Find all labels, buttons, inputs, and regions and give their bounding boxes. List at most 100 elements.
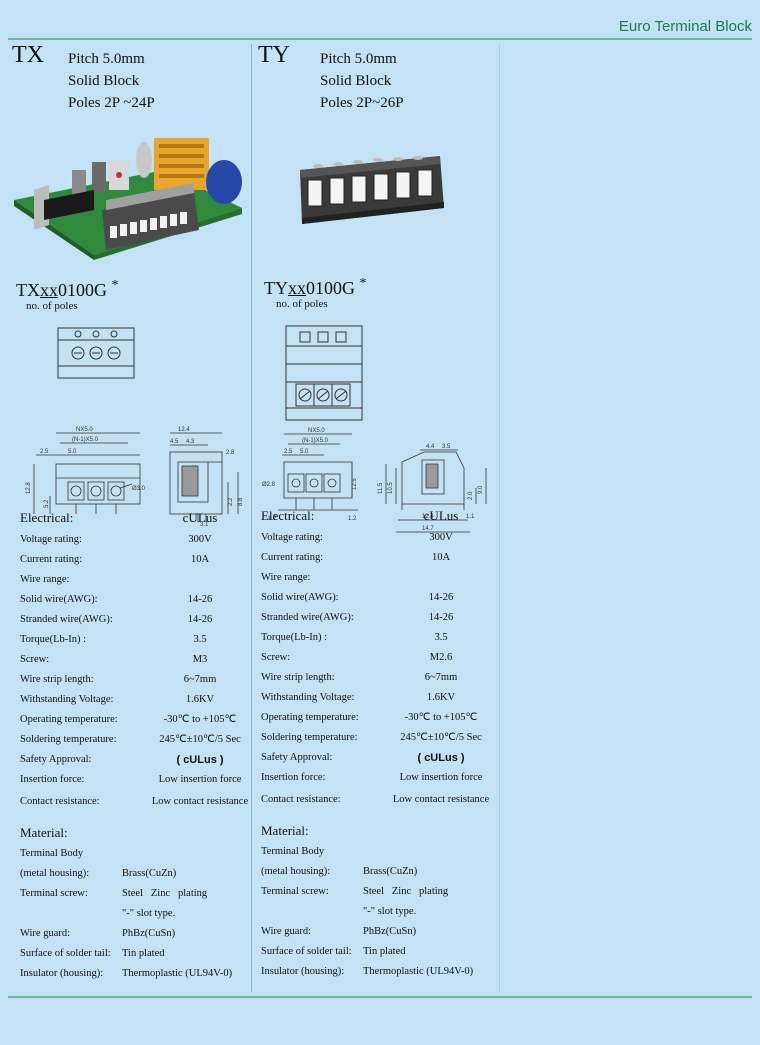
spec-label: Solid wire(AWG): bbox=[261, 592, 339, 603]
dim-w2: 5.0 bbox=[68, 449, 77, 455]
header-divider bbox=[8, 38, 752, 40]
spec-label: Safety Approval: bbox=[20, 754, 92, 765]
dim-s5: 8.8 bbox=[238, 497, 244, 506]
electrical-standard: cULus bbox=[423, 508, 459, 523]
dim-s4: 2.2 bbox=[228, 497, 234, 506]
spec-label: Operating temperature: bbox=[261, 712, 359, 723]
spec-label: Current rating: bbox=[20, 554, 83, 565]
spec-value: -30℃ to +105℃ bbox=[404, 712, 478, 723]
ty-front-view-drawing: NX5.0 (N-1)X5.0 2.5 5.0 Ø2.8 12.5 1.2 1.… bbox=[262, 428, 358, 522]
spec-value: 14-26 bbox=[187, 594, 213, 605]
spec-list: Pitch 5.0mm Solid Block Poles 2P ~24P bbox=[68, 48, 155, 114]
material-value: Brass(CuZn) bbox=[122, 868, 177, 879]
electrical-title: Electrical: bbox=[20, 510, 74, 525]
spec-value: Low contact resistance bbox=[151, 796, 249, 807]
dim-h2: 5.2 bbox=[44, 499, 50, 508]
material-label: Surface of solder tail: bbox=[20, 948, 111, 959]
series-name: TX bbox=[12, 42, 44, 68]
spec-label: Contact resistance: bbox=[261, 794, 341, 805]
dim-h2: 11.5 bbox=[378, 482, 384, 494]
spec-label: Insertion force: bbox=[261, 772, 326, 783]
spec-value: -30℃ to +105℃ bbox=[163, 714, 237, 725]
spec-list: Pitch 5.0mm Solid Block Poles 2P~26P bbox=[320, 48, 404, 114]
product-photo bbox=[14, 138, 242, 260]
spec-label: Soldering temperature: bbox=[20, 734, 117, 745]
material-label: (metal housing): bbox=[261, 866, 331, 877]
spec-value: 10A bbox=[190, 554, 210, 565]
dim-s1: 4.4 bbox=[426, 444, 435, 450]
ty-top-view-drawing bbox=[285, 325, 363, 421]
material-value: PhBz(CuSn) bbox=[363, 926, 417, 937]
material-label: Surface of solder tail: bbox=[261, 946, 352, 957]
spec-value: Low insertion force bbox=[399, 772, 483, 783]
spec-value: 245℃±10℃/5 Sec bbox=[400, 732, 482, 743]
dim-h1: 12.5 bbox=[352, 478, 358, 490]
material-label: Wire guard: bbox=[261, 926, 312, 937]
spec-label: Voltage rating: bbox=[20, 534, 82, 545]
product-photo bbox=[300, 156, 444, 224]
dim-side-w2: 14.7 bbox=[422, 526, 434, 532]
dim-h3: 10.5 bbox=[388, 482, 394, 494]
material-label: (metal housing): bbox=[20, 868, 90, 879]
spec-value: 14-26 bbox=[428, 592, 454, 603]
ty-side-view-drawing: 4.4 3.5 11.5 10.5 2.0 9.0 1.1 12.4 14.7 bbox=[378, 444, 487, 533]
tx-material-specs: Material: Terminal Body (metal housing):… bbox=[20, 822, 260, 984]
series-name: TY bbox=[258, 42, 290, 68]
spec-value: 6~7mm bbox=[183, 674, 217, 685]
spec-value: Low insertion force bbox=[158, 774, 242, 785]
spec-label: Insertion force: bbox=[20, 774, 85, 785]
spec-label: Voltage rating: bbox=[261, 532, 323, 543]
spec-label: Operating temperature: bbox=[20, 714, 118, 725]
spec-label: Wire strip length: bbox=[20, 674, 94, 685]
spec-pitch: Pitch 5.0mm bbox=[320, 51, 397, 67]
part-suffix: 0100G bbox=[306, 278, 355, 298]
safety-approval-mark: ( cULus ) bbox=[176, 754, 224, 766]
spec-value: 300V bbox=[429, 532, 453, 543]
material-value: PhBz(CuSn) bbox=[122, 928, 176, 939]
part-suffix: 0100G bbox=[58, 280, 107, 300]
part-poles-code: xx bbox=[288, 278, 306, 298]
spec-label: Soldering temperature: bbox=[261, 732, 358, 743]
spec-label: Withstanding Voltage: bbox=[20, 694, 114, 705]
spec-label: Current rating: bbox=[261, 552, 324, 563]
tx-top-view-drawing bbox=[57, 327, 135, 379]
spec-value: 3.5 bbox=[434, 632, 448, 643]
spec-block: Solid Block bbox=[68, 73, 140, 89]
spec-poles: Poles 2P~26P bbox=[320, 95, 404, 111]
part-number: TYxx0100G * bbox=[264, 276, 367, 299]
material-title: Material: bbox=[261, 823, 309, 838]
material-value: Steel Zinc plating bbox=[122, 888, 208, 899]
ty-electrical-specs: Electrical:cULus Voltage rating:300V Cur… bbox=[261, 506, 501, 812]
material-value: "-" slot type. bbox=[122, 908, 176, 919]
spec-label: Stranded wire(AWG): bbox=[20, 614, 113, 625]
material-value: Steel Zinc plating bbox=[363, 886, 449, 897]
dim-s6: 3.1 bbox=[200, 522, 209, 528]
spec-value: 300V bbox=[188, 534, 212, 545]
ty-material-specs: Material: Terminal Body (metal housing):… bbox=[261, 820, 501, 982]
dim-s3: 2.8 bbox=[226, 450, 235, 456]
poles-note: no. of poles bbox=[276, 298, 328, 310]
dim-top-a: NX5.0 bbox=[76, 427, 93, 433]
tx-side-view-drawing: 12.4 4.5 4.3 2.8 2.2 8.8 3.1 bbox=[169, 427, 244, 528]
column-divider bbox=[251, 44, 252, 992]
spec-value: 14-26 bbox=[428, 612, 454, 623]
spec-value: 6~7mm bbox=[424, 672, 458, 683]
spec-poles: Poles 2P ~24P bbox=[68, 95, 155, 111]
column-divider-right bbox=[499, 44, 500, 992]
dim-s1: 4.5 bbox=[170, 439, 179, 445]
spec-label: Screw: bbox=[20, 654, 50, 665]
part-asterisk: * bbox=[359, 276, 367, 291]
dim-top-b: (N-1)X5.0 bbox=[302, 438, 329, 444]
electrical-standard: cULus bbox=[182, 510, 218, 525]
dim-s3: 1.1 bbox=[466, 514, 475, 520]
material-value: Brass(CuZn) bbox=[363, 866, 418, 877]
spec-label: Contact resistance: bbox=[20, 796, 100, 807]
dim-w1: 2.5 bbox=[40, 449, 49, 455]
footer-divider bbox=[8, 996, 752, 998]
spec-label: Solid wire(AWG): bbox=[20, 594, 98, 605]
part-poles-code: xx bbox=[40, 280, 58, 300]
spec-value: Low contact resistance bbox=[392, 794, 490, 805]
spec-value: 1.6KV bbox=[426, 692, 456, 703]
spec-label: Screw: bbox=[261, 652, 291, 663]
material-value: Tin plated bbox=[122, 948, 165, 959]
